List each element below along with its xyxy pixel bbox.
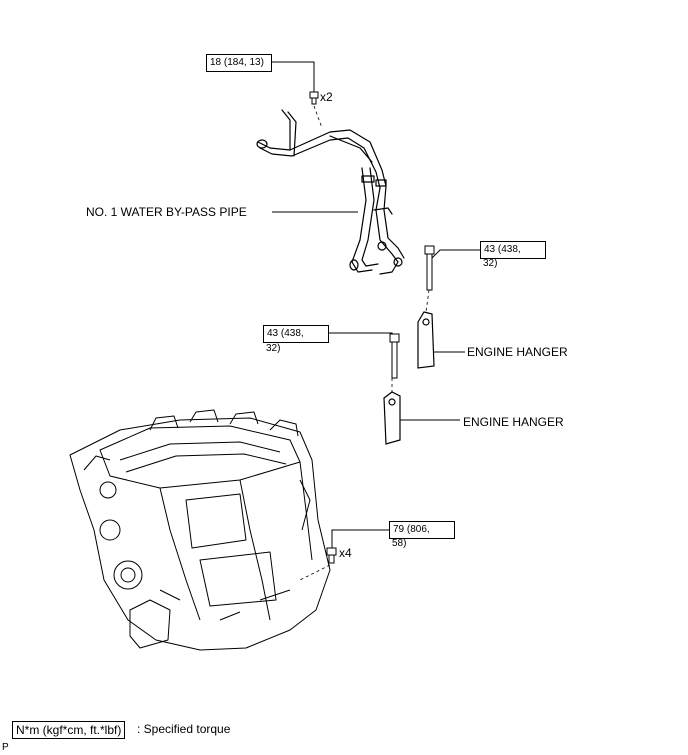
pipe-bolt-torque-text: 18 (184, 13): [210, 57, 264, 68]
engine-hanger-front-drawing: [383, 391, 401, 445]
engine-bolt-icon: [326, 547, 337, 564]
rear-hanger-bolt-icon: [424, 245, 435, 291]
torque-legend-description: : Specified torque: [137, 722, 231, 736]
water-bypass-pipe-drawing: [256, 109, 405, 275]
engine-bolt-leader: [331, 529, 392, 548]
front-hanger-bolt-torque-line2: 32): [266, 343, 281, 354]
front-hanger-bolt-torque-callout: 43 (438,: [263, 325, 329, 343]
pipe-bolt-icon: [309, 91, 319, 105]
rear-hanger-bolt-leader: [431, 249, 480, 259]
pipe-bolt-torque-callout: 18 (184, 13): [206, 54, 272, 72]
water-bypass-pipe-label: NO. 1 WATER BY-PASS PIPE: [86, 205, 247, 219]
pipe-bolt-qty: x2: [320, 90, 333, 104]
engine-hanger-front-label: ENGINE HANGER: [463, 415, 564, 429]
corner-mark: P: [2, 742, 9, 753]
rear-hanger-bolt-torque-line1: 43 (438,: [484, 244, 521, 255]
torque-unit-legend-box: N*m (kgf*cm, ft.*lbf): [12, 721, 126, 739]
engine-hanger-rear-drawing: [417, 311, 435, 369]
engine-bolt-torque-line1: 79 (806,: [393, 524, 430, 535]
engine-bolt-qty: x4: [339, 546, 352, 560]
engine-bolt-torque-callout: 79 (806,: [389, 521, 455, 539]
pipe-bolt-leader: [272, 61, 315, 92]
front-hanger-bolt-torque-line1: 43 (438,: [267, 328, 304, 339]
engine-hanger-rear-label: ENGINE HANGER: [467, 345, 568, 359]
engine-assembly-drawing: [69, 409, 331, 651]
front-hanger-bolt-leader: [329, 332, 397, 341]
rear-hanger-bolt-torque-line2: 32): [483, 258, 498, 269]
rear-hanger-bolt-torque-callout: 43 (438,: [480, 241, 546, 259]
front-hanger-bolt-icon: [389, 333, 400, 379]
engine-bolt-torque-line2: 58): [392, 538, 407, 549]
